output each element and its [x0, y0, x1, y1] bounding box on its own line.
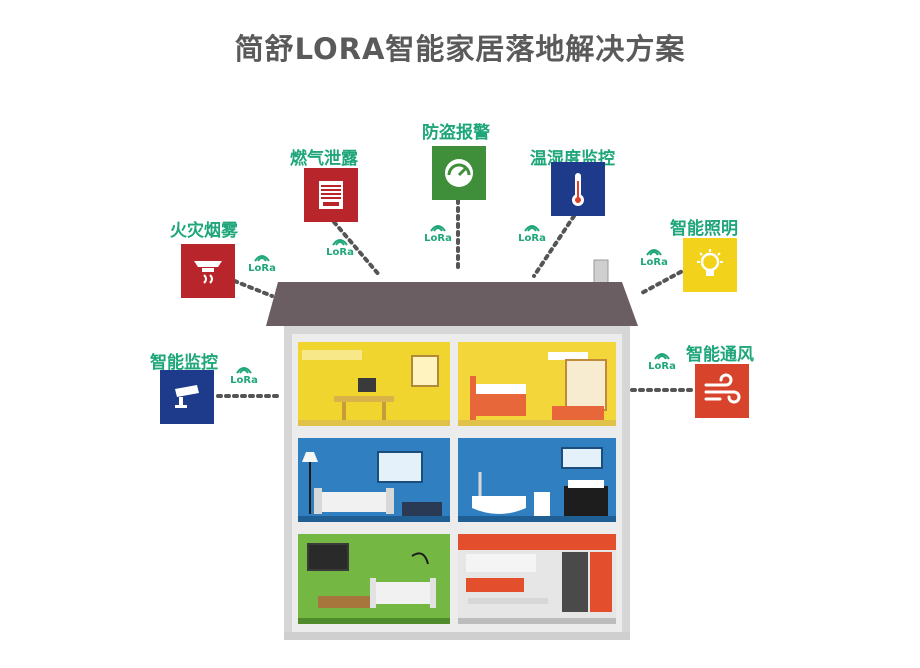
- roof: [266, 282, 638, 326]
- room-kitchen: [458, 534, 616, 624]
- wireless-icon: [646, 249, 662, 256]
- wireless-icon: [654, 353, 670, 360]
- smart-lighting-label: 智能照明: [670, 219, 738, 239]
- wireless-icon: [524, 225, 540, 232]
- smart-ventilation-lora-badge: LoRa: [642, 350, 682, 372]
- chimney: [593, 259, 609, 285]
- anti-theft-lora-badge: LoRa: [418, 222, 458, 244]
- gas-leak-icon[interactable]: [304, 168, 358, 222]
- fire-smoke-label: 火灾烟雾: [170, 221, 238, 241]
- anti-theft-icon[interactable]: [432, 146, 486, 200]
- fire-smoke-lora-badge: LoRa: [242, 252, 282, 274]
- connector-light: [638, 266, 690, 296]
- smart-monitor-lora-badge: LoRa: [224, 364, 264, 386]
- fire-smoke-icon[interactable]: [181, 244, 235, 298]
- room-lounge: [298, 534, 450, 624]
- page-title: 简舒LORA智能家居落地解决方案: [234, 32, 686, 66]
- wind-icon[interactable]: [695, 364, 749, 418]
- wireless-icon: [236, 367, 252, 374]
- connector-temp: [532, 214, 576, 278]
- gas-leak-lora-badge: LoRa: [320, 236, 360, 258]
- wireless-icon: [430, 225, 446, 232]
- room-study: [298, 342, 450, 426]
- smart-ventilation-label: 智能通风: [686, 345, 754, 365]
- wireless-icon: [254, 255, 270, 262]
- lightbulb-icon[interactable]: [683, 238, 737, 292]
- smart-monitor-label: 智能监控: [150, 353, 218, 373]
- thermometer-icon[interactable]: [551, 162, 605, 216]
- room-bedroom: [458, 342, 616, 426]
- connector-gas: [332, 220, 382, 278]
- anti-theft-label: 防盗报警: [422, 123, 490, 143]
- room-living: [298, 438, 450, 522]
- gas-leak-label: 燃气泄露: [290, 149, 358, 169]
- house-illustration: [266, 259, 638, 640]
- wireless-icon: [332, 239, 348, 246]
- temp-humidity-lora-badge: LoRa: [512, 222, 552, 244]
- camera-icon[interactable]: [160, 370, 214, 424]
- smart-lighting-lora-badge: LoRa: [634, 246, 674, 268]
- room-bathroom: [458, 438, 616, 522]
